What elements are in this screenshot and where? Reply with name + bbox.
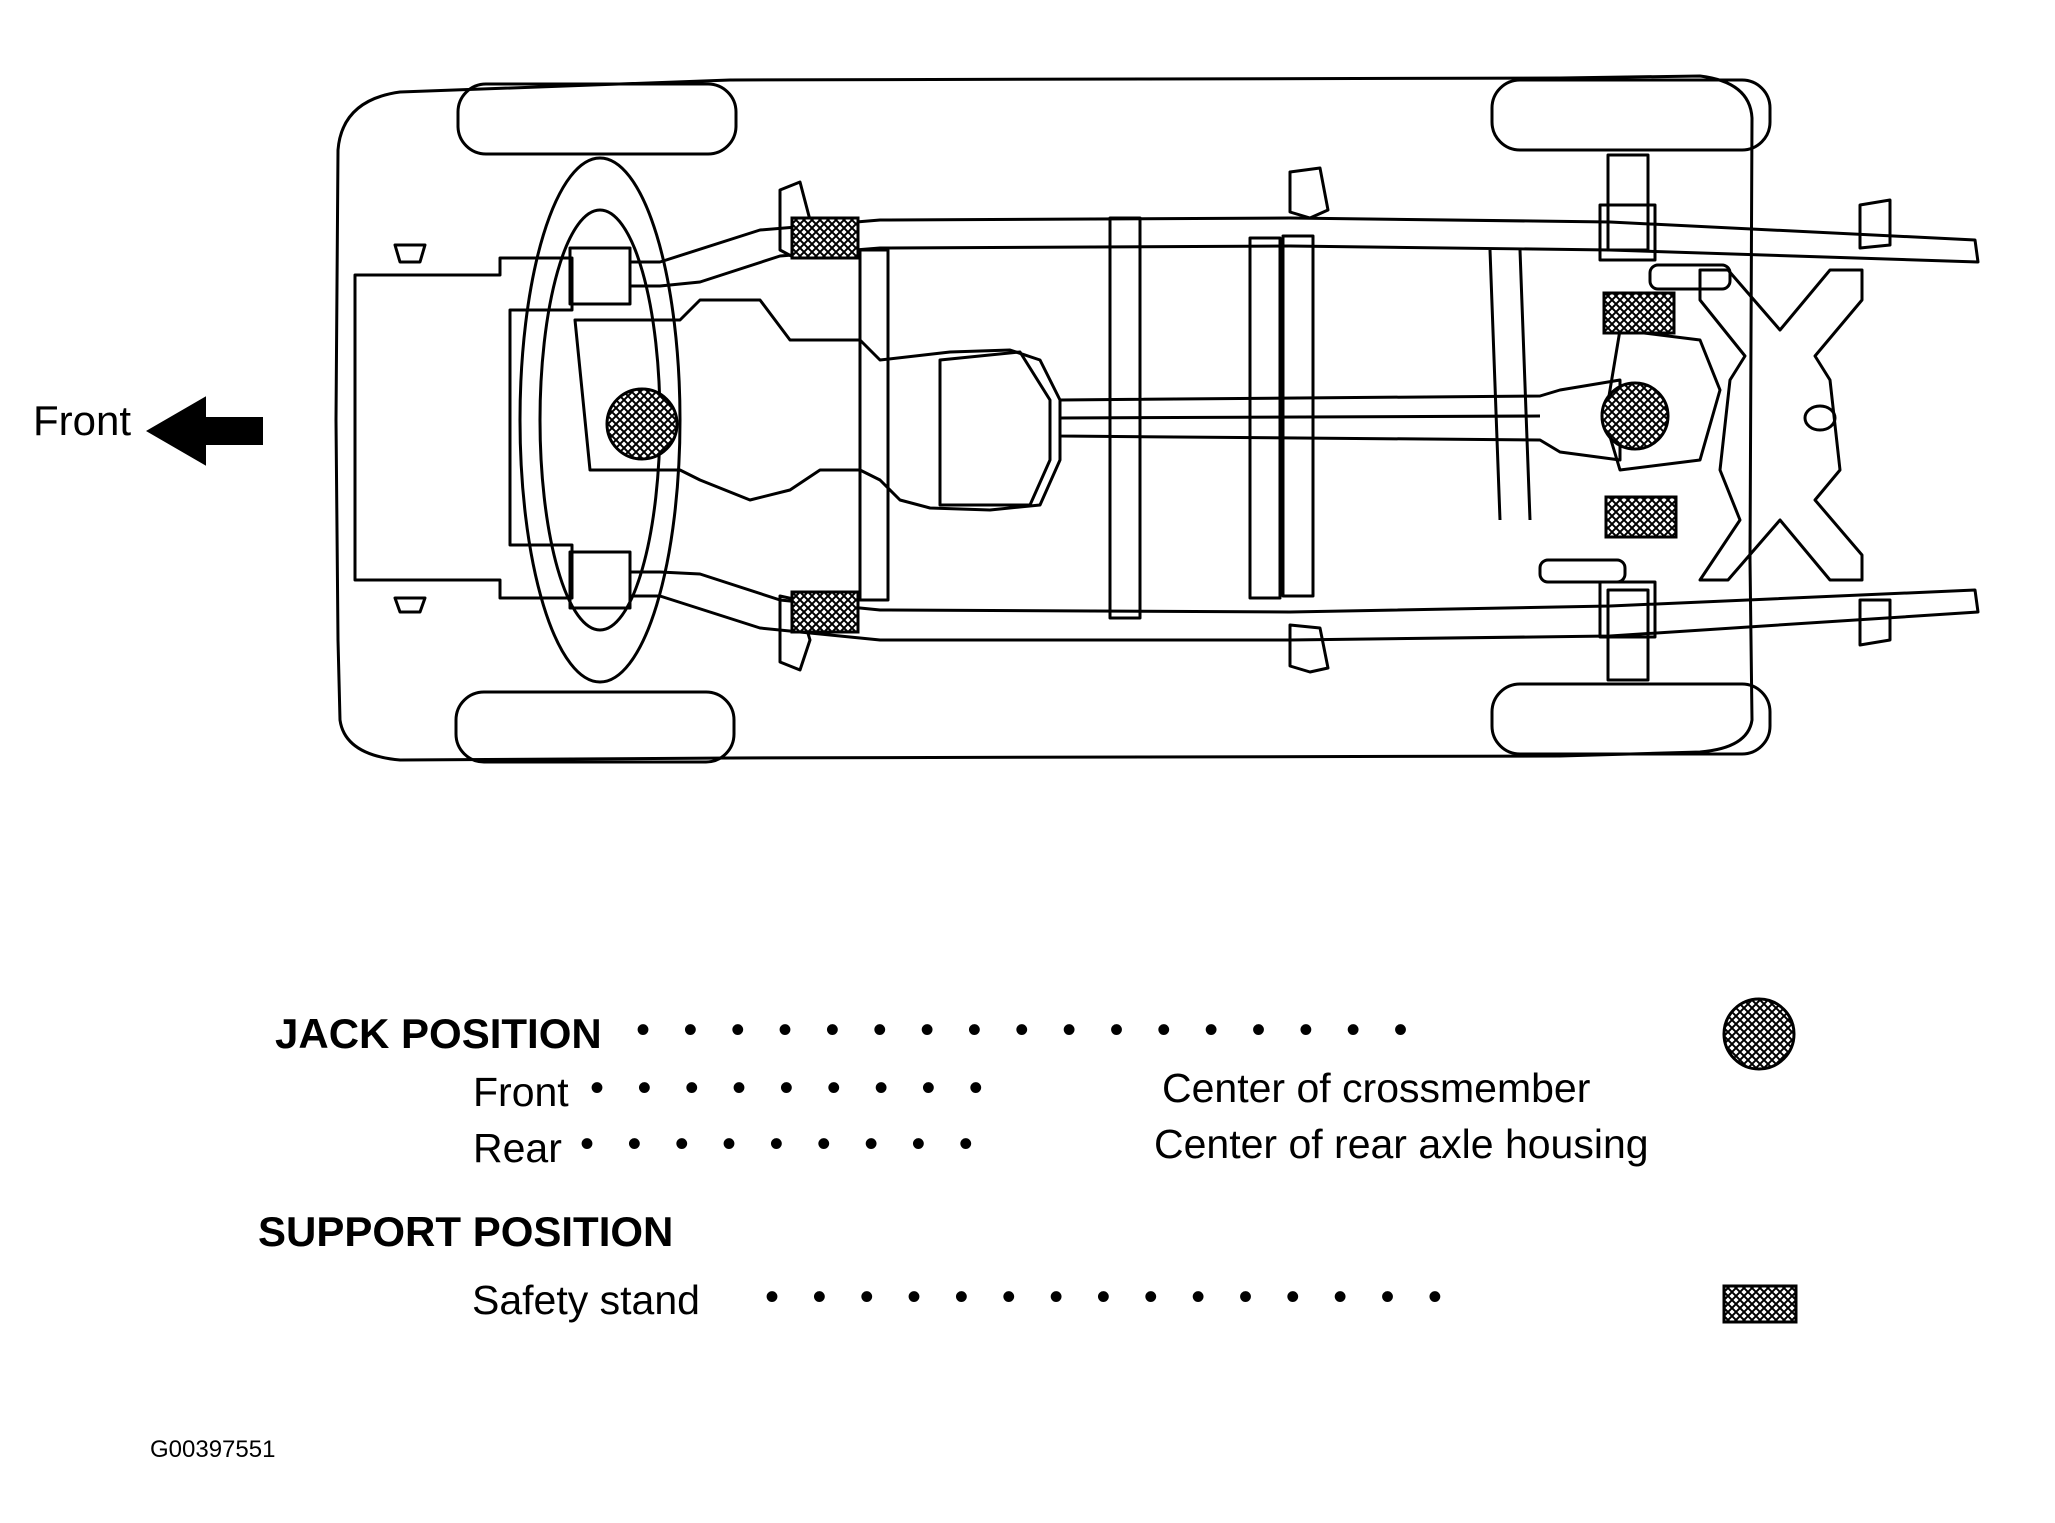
- front-left-safety-stand-marker: [790, 216, 860, 260]
- rear-left-safety-stand-marker: [1602, 291, 1676, 335]
- front-right-safety-stand-marker: [790, 590, 860, 634]
- rear-left-tire: [1490, 78, 1772, 152]
- right-frame-rail: [628, 570, 1980, 642]
- safety-stand-label: Safety stand: [472, 1277, 700, 1323]
- left-arrow-icon: [146, 396, 263, 466]
- front-left-tire: [456, 82, 738, 156]
- front-direction-label: Front: [33, 397, 132, 444]
- figure-id: G00397551: [150, 1436, 276, 1463]
- rear-x-crossmember: [1698, 268, 1864, 582]
- jack-front-value: Center of crossmember: [1162, 1065, 1591, 1111]
- jack-rear-label: Rear: [473, 1125, 562, 1171]
- support-position-heading: SUPPORT POSITION: [258, 1208, 674, 1255]
- jack-heading-dot-leader: • • • • • • • • • • • • • • • • •: [636, 1008, 1408, 1052]
- rear-jack-point-marker: [1600, 381, 1670, 451]
- rear-axle-right-tube: [1606, 588, 1650, 682]
- front-suspension-outline: [518, 156, 682, 684]
- safety-stand-legend-marker: [1722, 1284, 1798, 1324]
- jack-rear-dot-leader: • • • • • • • • •: [580, 1122, 973, 1166]
- jack-position-heading: JACK POSITION: [275, 1010, 602, 1057]
- jack-rear-value: Center of rear axle housing: [1154, 1121, 1649, 1167]
- jack-front-dot-leader: • • • • • • • • •: [590, 1066, 983, 1110]
- engine-block: [573, 298, 1062, 512]
- jack-position-legend-marker: [1722, 997, 1796, 1071]
- vehicle-body-outline: [334, 74, 1754, 762]
- front-jack-point-marker: [605, 387, 679, 461]
- safety-stand-dot-leader: • • • • • • • • • • • • • • •: [765, 1275, 1442, 1319]
- transmission-crossmember: [858, 248, 890, 602]
- rear-right-tire: [1490, 682, 1772, 756]
- drive-shaft: [1058, 378, 1622, 462]
- rear-axle-left-tube: [1606, 153, 1650, 252]
- jack-front-label: Front: [473, 1069, 569, 1115]
- front-crossmember: [353, 256, 574, 600]
- rear-right-safety-stand-marker: [1604, 495, 1678, 539]
- front-right-tire: [454, 690, 736, 764]
